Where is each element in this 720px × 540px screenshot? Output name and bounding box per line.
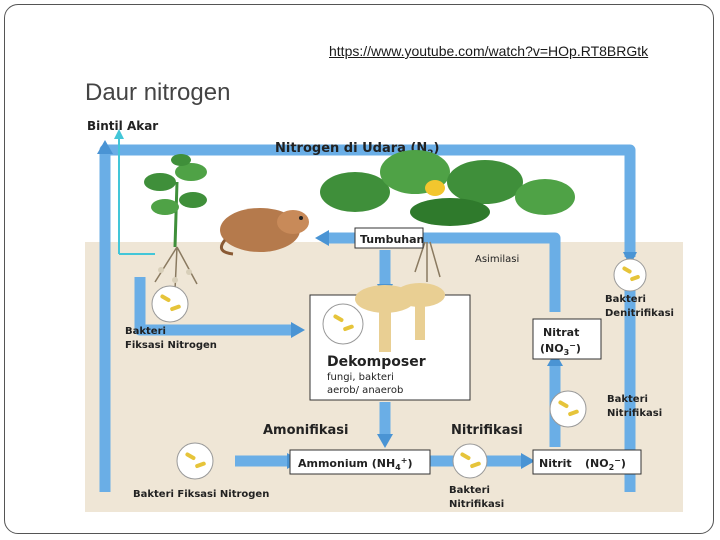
pumpkin-plant xyxy=(320,150,575,282)
mole xyxy=(219,208,309,256)
tumbuhan-box xyxy=(354,227,424,249)
bacteria-fiksasi-bottom xyxy=(176,442,214,480)
nitrat-box xyxy=(532,318,602,360)
youtube-link[interactable]: https://www.youtube.com/watch?v=HOp.RT8B… xyxy=(329,43,649,59)
nitrit-box xyxy=(532,449,642,475)
bean-plant xyxy=(144,154,207,291)
label-ammonium: Ammonium (NH4+) xyxy=(298,456,412,472)
bacteria-fiksasi xyxy=(151,285,189,323)
nitrogen-cycle-diagram: Bintil Akar Nitrogen di Udara (N2) Tumbu… xyxy=(85,112,683,517)
label-nitrat: Nitrat xyxy=(543,326,579,339)
label-nitrifikasi: Nitrifikasi xyxy=(451,423,523,438)
label-dekomposer-desc-1: fungi, bakteri xyxy=(327,372,394,383)
label-bakteri-denitrifikasi-1: Bakteri xyxy=(605,294,646,305)
mushrooms xyxy=(355,283,445,352)
bacteria-nitrifikasi-bottom xyxy=(452,443,488,479)
label-bintil-akar: Bintil Akar xyxy=(87,119,158,133)
label-bakteri-nitrifikasi-bottom-2: Nitrifikasi xyxy=(449,499,504,510)
label-bakteri-nitrifikasi-bottom-1: Bakteri xyxy=(449,485,490,496)
label-dekomposer: Dekomposer xyxy=(327,354,426,370)
label-tumbuhan: Tumbuhan xyxy=(360,233,424,246)
label-nitrit-formula: (NO2−) xyxy=(585,456,626,472)
label-nitrit: Nitrit xyxy=(539,457,572,470)
label-asimilasi: Asimilasi xyxy=(475,254,519,265)
label-dekomposer-desc-2: aerob/ anaerob xyxy=(327,385,403,396)
bacteria-nitrifikasi-right xyxy=(549,390,587,428)
bacteria-denitrifikasi xyxy=(613,258,647,292)
label-amonifikasi: Amonifikasi xyxy=(263,423,349,438)
label-bakteri-nitrifikasi-2: Nitrifikasi xyxy=(607,408,662,419)
ammonium-box xyxy=(289,449,431,475)
cycle-arrows xyxy=(99,144,636,492)
label-bakteri-nitrifikasi-1: Bakteri xyxy=(607,394,648,405)
outer-loop-arrow xyxy=(99,144,636,492)
label-bakteri-fiksasi-1: Bakteri xyxy=(125,326,166,337)
label-bakteri-fiksasi-bottom: Bakteri Fiksasi Nitrogen xyxy=(133,489,269,500)
label-bakteri-fiksasi-2: Fiksasi Nitrogen xyxy=(125,340,217,351)
label-nitrat-formula: (NO3−) xyxy=(540,341,581,357)
label-bakteri-denitrifikasi-2: Denitrifikasi xyxy=(605,308,674,319)
to-decomposer-arrow xyxy=(134,277,295,336)
bacteria-dekomposer xyxy=(322,303,364,345)
slide-title: Daur nitrogen xyxy=(85,79,231,106)
